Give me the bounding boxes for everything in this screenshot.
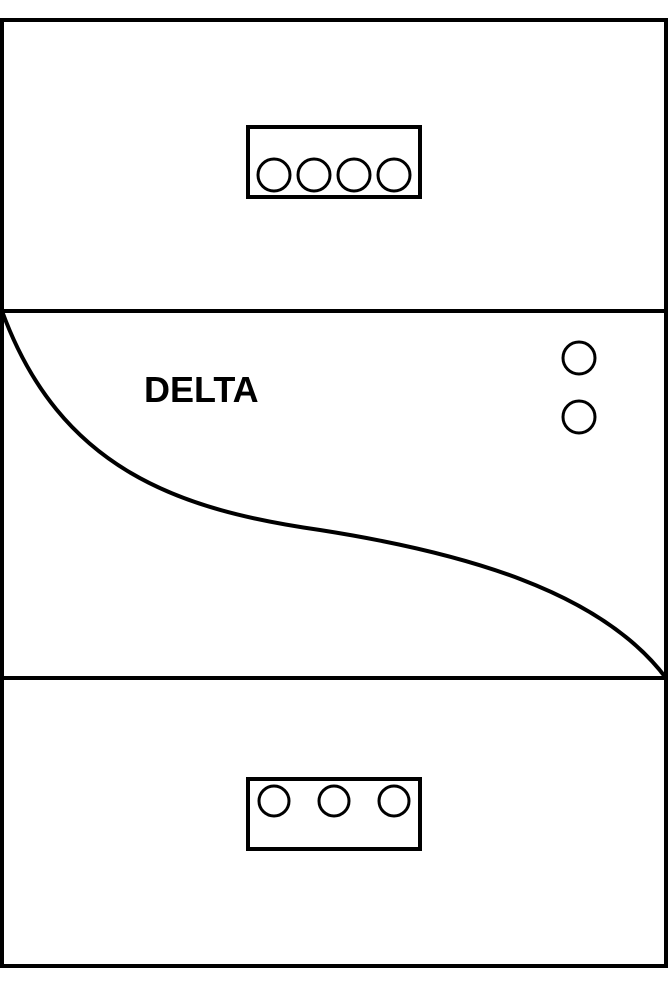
top-terminal-screw <box>296 157 332 193</box>
top-terminal-block <box>246 125 422 199</box>
brand-label: DELTA <box>144 369 259 410</box>
indicator-led <box>561 399 597 435</box>
top-terminal-screw <box>376 157 412 193</box>
housing-outline <box>0 18 668 968</box>
bottom-terminal-screw <box>317 784 351 818</box>
bottom-terminal-block <box>246 777 422 851</box>
indicator-group <box>561 340 597 435</box>
indicator-led <box>561 340 597 376</box>
front-panel-curve <box>0 310 668 680</box>
bottom-terminal-screw <box>257 784 291 818</box>
top-terminal-screw <box>256 157 292 193</box>
top-terminal-screw <box>336 157 372 193</box>
bottom-terminal-block-frame <box>246 777 422 851</box>
bottom-terminal-screw <box>377 784 411 818</box>
top-terminal-block-frame <box>246 125 422 199</box>
